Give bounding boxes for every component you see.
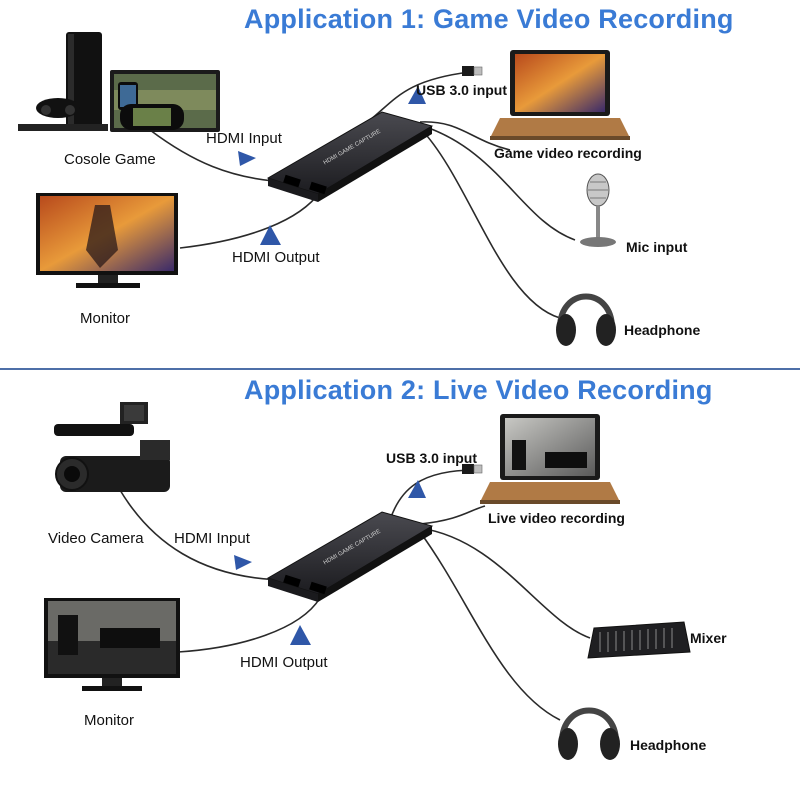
recording-label-2: Live video recording	[488, 510, 625, 526]
mixer-label: Mixer	[690, 630, 727, 646]
headphone-icon	[556, 293, 616, 346]
usb-plug-icon	[462, 66, 483, 76]
app1-title: Application 1: Game Video Recording	[244, 4, 734, 34]
console-label: Cosole Game	[64, 151, 156, 168]
usb-plug-icon-2	[462, 464, 483, 474]
laptop-icon	[490, 50, 630, 140]
usb-label: USB 3.0 input	[416, 82, 508, 98]
mixer-icon	[587, 621, 691, 659]
microphone-icon	[580, 173, 616, 247]
recording-label: Game video recording	[494, 145, 642, 161]
headphone-icon-2	[558, 707, 620, 760]
hdmi-output-label: HDMI Output	[232, 249, 320, 266]
hdmi-output-label-2: HDMI Output	[240, 654, 328, 671]
app2-cables	[119, 469, 591, 721]
video-camera-icon	[54, 402, 170, 492]
headphone-label: Headphone	[624, 322, 701, 338]
usb-label-2: USB 3.0 input	[386, 450, 478, 466]
app2-arrows	[234, 480, 426, 645]
section-divider	[0, 368, 800, 370]
laptop-icon-2	[480, 414, 620, 504]
headphone-label-2: Headphone	[630, 737, 707, 753]
monitor-icon	[36, 193, 178, 288]
app1-arrows	[238, 86, 426, 245]
app2-title: Application 2: Live Video Recording	[244, 375, 713, 405]
hdmi-input-label: HDMI Input	[206, 130, 282, 147]
console-icon	[18, 32, 220, 132]
monitor-icon-2	[44, 598, 180, 691]
capture-device-icon-2: HDMI GAME CAPTURE	[266, 511, 434, 602]
mic-label: Mic input	[626, 239, 688, 255]
monitor-label-2: Monitor	[84, 712, 135, 729]
hdmi-input-label-2: HDMI Input	[174, 530, 250, 547]
monitor-label: Monitor	[80, 310, 131, 327]
capture-device-icon: HDMI GAME CAPTURE	[266, 111, 434, 202]
camera-label: Video Camera	[48, 530, 144, 547]
